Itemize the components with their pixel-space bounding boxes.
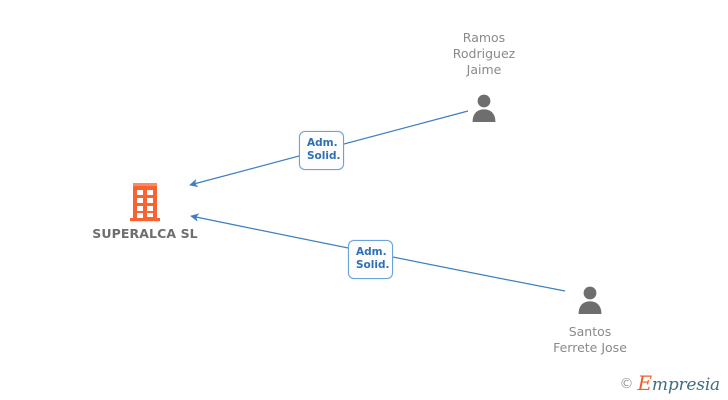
company-node-superalca-sl[interactable]: SUPERALCA SL (90, 182, 200, 241)
person-node-santos-ferrete-jose[interactable]: Santos Ferrete Jose (515, 284, 665, 356)
edge-label-adm-solid-santos[interactable]: Adm. Solid. (348, 240, 393, 279)
building-icon (130, 183, 160, 222)
brand-logo-text: Empresia (638, 373, 721, 394)
person-name-label: Ramos Rodriguez Jaime (452, 30, 516, 77)
person-name-label: Santos Ferrete Jose (553, 324, 627, 355)
person-icon (578, 286, 602, 314)
copyright-icon: © (619, 375, 634, 392)
edge-line-santos (190, 213, 566, 292)
edge-label-adm-solid-ramos[interactable]: Adm. Solid. (299, 131, 344, 170)
brand-initial: E (637, 371, 653, 395)
brand-rest: mpresia (651, 375, 720, 395)
watermark-empresia: © Empresia (620, 373, 721, 394)
person-node-ramos-rodriguez-jaime[interactable]: Ramos Rodriguez Jaime (409, 30, 559, 122)
company-name-label: SUPERALCA SL (92, 226, 198, 241)
person-icon (472, 94, 496, 122)
